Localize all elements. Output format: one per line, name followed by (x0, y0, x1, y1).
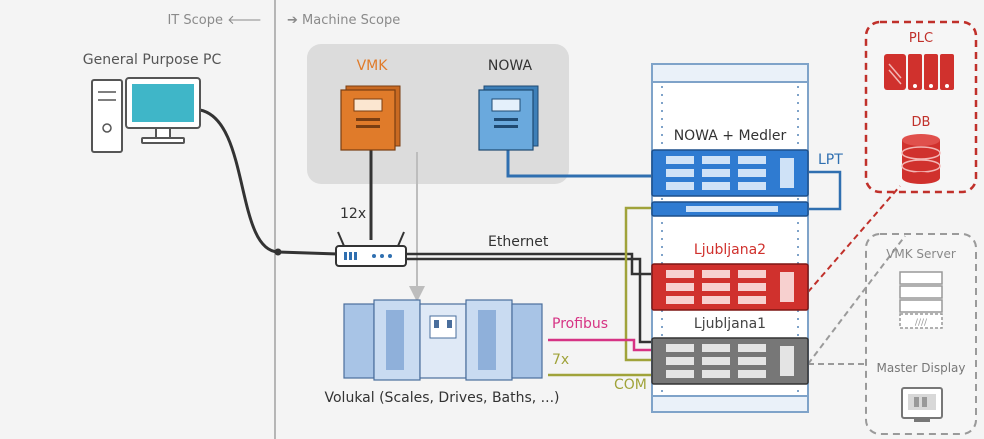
volukal-label: Volukal (Scales, Drives, Baths, ...) (325, 390, 560, 406)
com-count-label: 7x (552, 352, 569, 368)
ethernet-cable-l2 (404, 252, 652, 276)
vmk-server-icon: //// (899, 271, 943, 329)
nowa-medler-server (651, 149, 809, 197)
ethernet-cable-l1 (404, 257, 652, 344)
nowa-label: NOWA (488, 58, 533, 74)
pc-icon (91, 77, 201, 153)
ljubljana2-server (651, 263, 809, 311)
master-display-label: Master Display (876, 361, 965, 375)
nowa-cable (506, 150, 652, 178)
vmk-device-icon (340, 85, 401, 151)
monitor-icon (901, 387, 943, 422)
ljubljana1-label: Ljubljana1 (694, 316, 766, 332)
db-label: DB (912, 115, 931, 130)
lpt-label: LPT (818, 152, 843, 168)
svg-text:////: //// (915, 318, 928, 328)
profibus-label: Profibus (552, 316, 608, 332)
lpt-cable (808, 170, 842, 211)
database-icon (901, 134, 941, 184)
nowa-medler-label: NOWA + Medler (674, 128, 787, 144)
ethernet-label: Ethernet (488, 234, 549, 250)
vmk-label: VMK (357, 58, 389, 74)
arrow-right-icon: ➔ (287, 13, 298, 28)
machine-scope-label: ➔ Machine Scope (287, 13, 400, 28)
pc-label: General Purpose PC (83, 52, 222, 68)
plc-icon (884, 54, 954, 90)
vmk-server-group (865, 233, 977, 435)
l2-to-plc-link (807, 185, 901, 293)
vmk-server-label: VMK Server (886, 247, 956, 261)
lpt-unit (651, 201, 809, 217)
nowa-device-icon (478, 85, 539, 151)
it-scope-label: IT Scope 🡐 (167, 13, 262, 28)
pc-cable (199, 108, 279, 254)
com-cable-upper (624, 206, 652, 362)
ljubljana1-server (651, 337, 809, 385)
ljubljana2-label: Ljubljana2 (694, 242, 766, 258)
volukal-machine-icon (343, 299, 543, 381)
com-label: COM (614, 377, 647, 393)
profibus-cable (548, 338, 652, 352)
router-icon (335, 231, 407, 267)
plc-label: PLC (909, 31, 933, 46)
arrow-left-icon: 🡐 (227, 13, 262, 28)
router-count-label: 12x (340, 206, 366, 222)
